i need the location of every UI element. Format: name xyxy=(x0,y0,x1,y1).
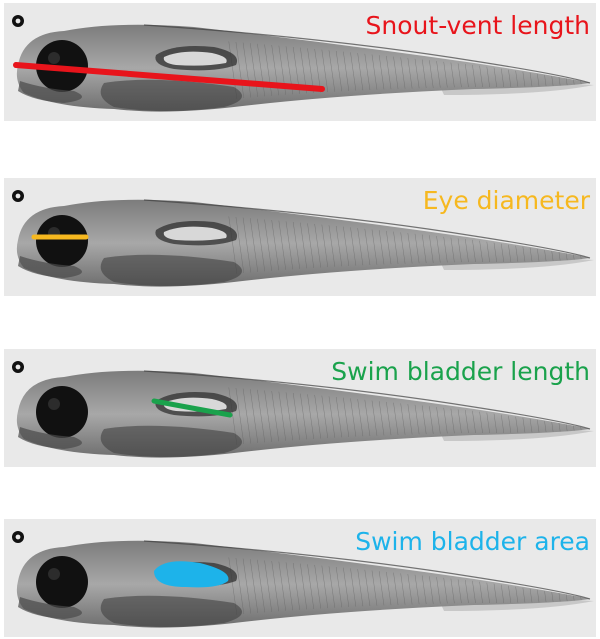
swim-bladder-area-overlay xyxy=(154,561,229,588)
fish-image xyxy=(11,189,595,288)
fish-panel-swim-bladder-area: Swim bladder area xyxy=(4,519,596,637)
panel-label: Snout-vent length xyxy=(365,11,590,40)
fish-image xyxy=(11,530,595,629)
swim-bladder-length-measurement-line xyxy=(151,398,233,418)
fish-image xyxy=(11,360,595,459)
snout-vent-measurement-line xyxy=(13,62,325,92)
panel-label: Swim bladder area xyxy=(355,527,590,556)
panel-label: Eye diameter xyxy=(422,186,590,215)
fish-panel-snout-vent: Snout-vent length xyxy=(4,3,596,121)
panel-label: Swim bladder length xyxy=(331,357,590,386)
fish-panel-eye-diameter: Eye diameter xyxy=(4,178,596,296)
fish-panel-swim-bladder-length: Swim bladder length xyxy=(4,349,596,467)
fish-image xyxy=(11,14,595,113)
